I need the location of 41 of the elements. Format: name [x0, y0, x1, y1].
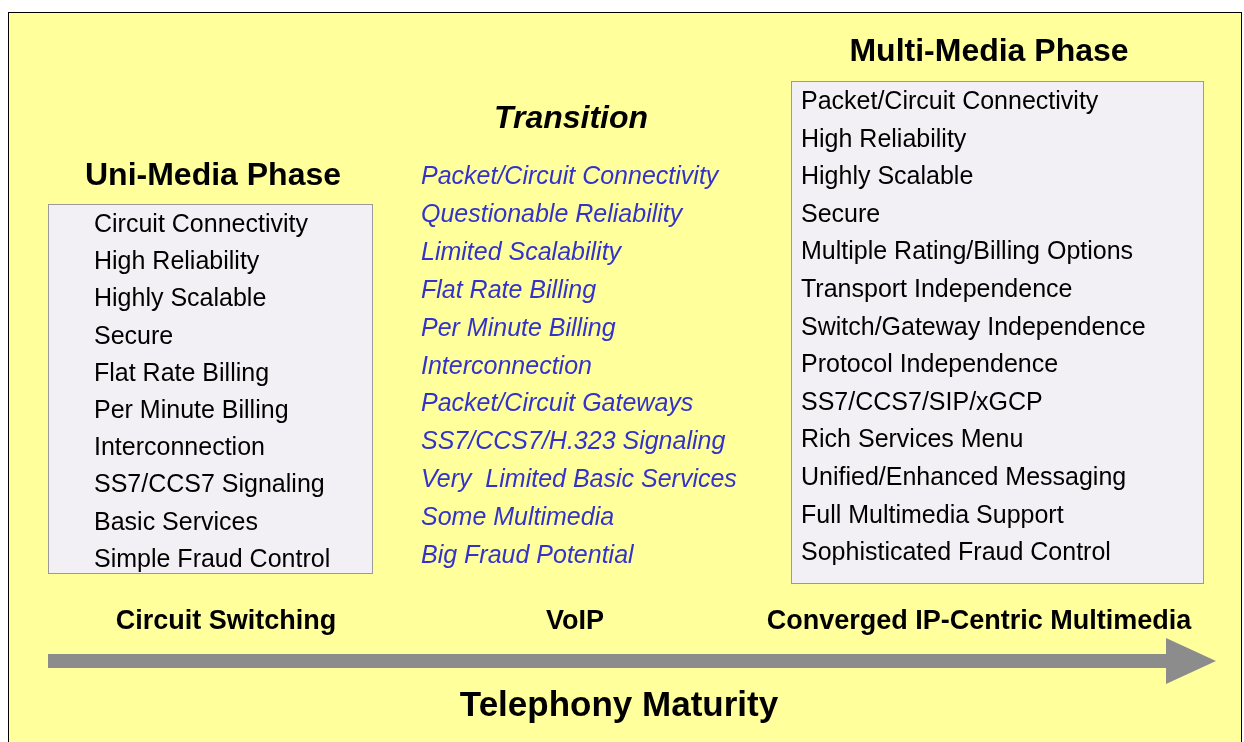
- phase-heading: Multi-Media Phase: [849, 32, 1129, 69]
- stage-label: Circuit Switching: [115, 605, 337, 636]
- feature-item: Some Multimedia: [421, 502, 615, 532]
- feature-item: Per Minute Billing: [421, 312, 616, 342]
- feature-item: Highly Scalable: [801, 161, 974, 191]
- feature-item: Simple Fraud Control: [94, 543, 331, 573]
- feature-item: SS7/CCS7 Signaling: [94, 469, 325, 499]
- feature-item: Questionable Reliability: [421, 198, 683, 228]
- feature-item: Unified/Enhanced Messaging: [801, 462, 1127, 491]
- feature-item: Packet/Circuit Connectivity: [421, 161, 719, 190]
- feature-item: Switch/Gateway Independence: [801, 311, 1146, 341]
- feature-item: Multiple Rating/Billing Options: [801, 236, 1134, 266]
- column-heading: Transition: [493, 99, 649, 136]
- feature-item: Highly Scalable: [94, 283, 267, 313]
- feature-item: Interconnection: [94, 432, 265, 462]
- feature-item: SS7/CCS7/SIP/xGCP: [801, 386, 1043, 416]
- feature-item: Protocol Independence: [801, 349, 1059, 379]
- stage-label: VoIP: [546, 605, 604, 636]
- feature-item: Flat Rate Billing: [421, 274, 597, 304]
- feature-item: Secure: [801, 198, 881, 228]
- feature-item: Transport Independence: [801, 274, 1073, 303]
- axis-title: Telephony Maturity: [459, 684, 779, 724]
- feature-item: Big Fraud Potential: [421, 540, 634, 569]
- feature-item: Packet/Circuit Connectivity: [801, 86, 1099, 115]
- phase-heading: Uni-Media Phase: [84, 156, 342, 193]
- feature-item: Flat Rate Billing: [94, 357, 270, 387]
- feature-item: SS7/CCS7/H.323 Signaling: [421, 426, 726, 456]
- stage-label: Converged IP-Centric Multimedia: [766, 605, 1192, 636]
- feature-item: Rich Services Menu: [801, 424, 1024, 454]
- feature-item: Per Minute Billing: [94, 395, 289, 424]
- feature-item: Limited Scalability: [421, 236, 622, 266]
- feature-item: Sophisticated Fraud Control: [801, 537, 1111, 567]
- feature-item: Interconnection: [421, 350, 592, 380]
- feature-item: High Reliability: [801, 123, 967, 153]
- feature-item: High Reliability: [94, 246, 260, 276]
- feature-item: Circuit Connectivity: [94, 209, 308, 238]
- feature-item: Very Limited Basic Services: [421, 464, 737, 494]
- feature-item: Basic Services: [94, 506, 258, 536]
- feature-item: Full Multimedia Support: [801, 499, 1064, 529]
- feature-item: Packet/Circuit Gateways: [421, 388, 694, 418]
- feature-item: Secure: [94, 320, 174, 350]
